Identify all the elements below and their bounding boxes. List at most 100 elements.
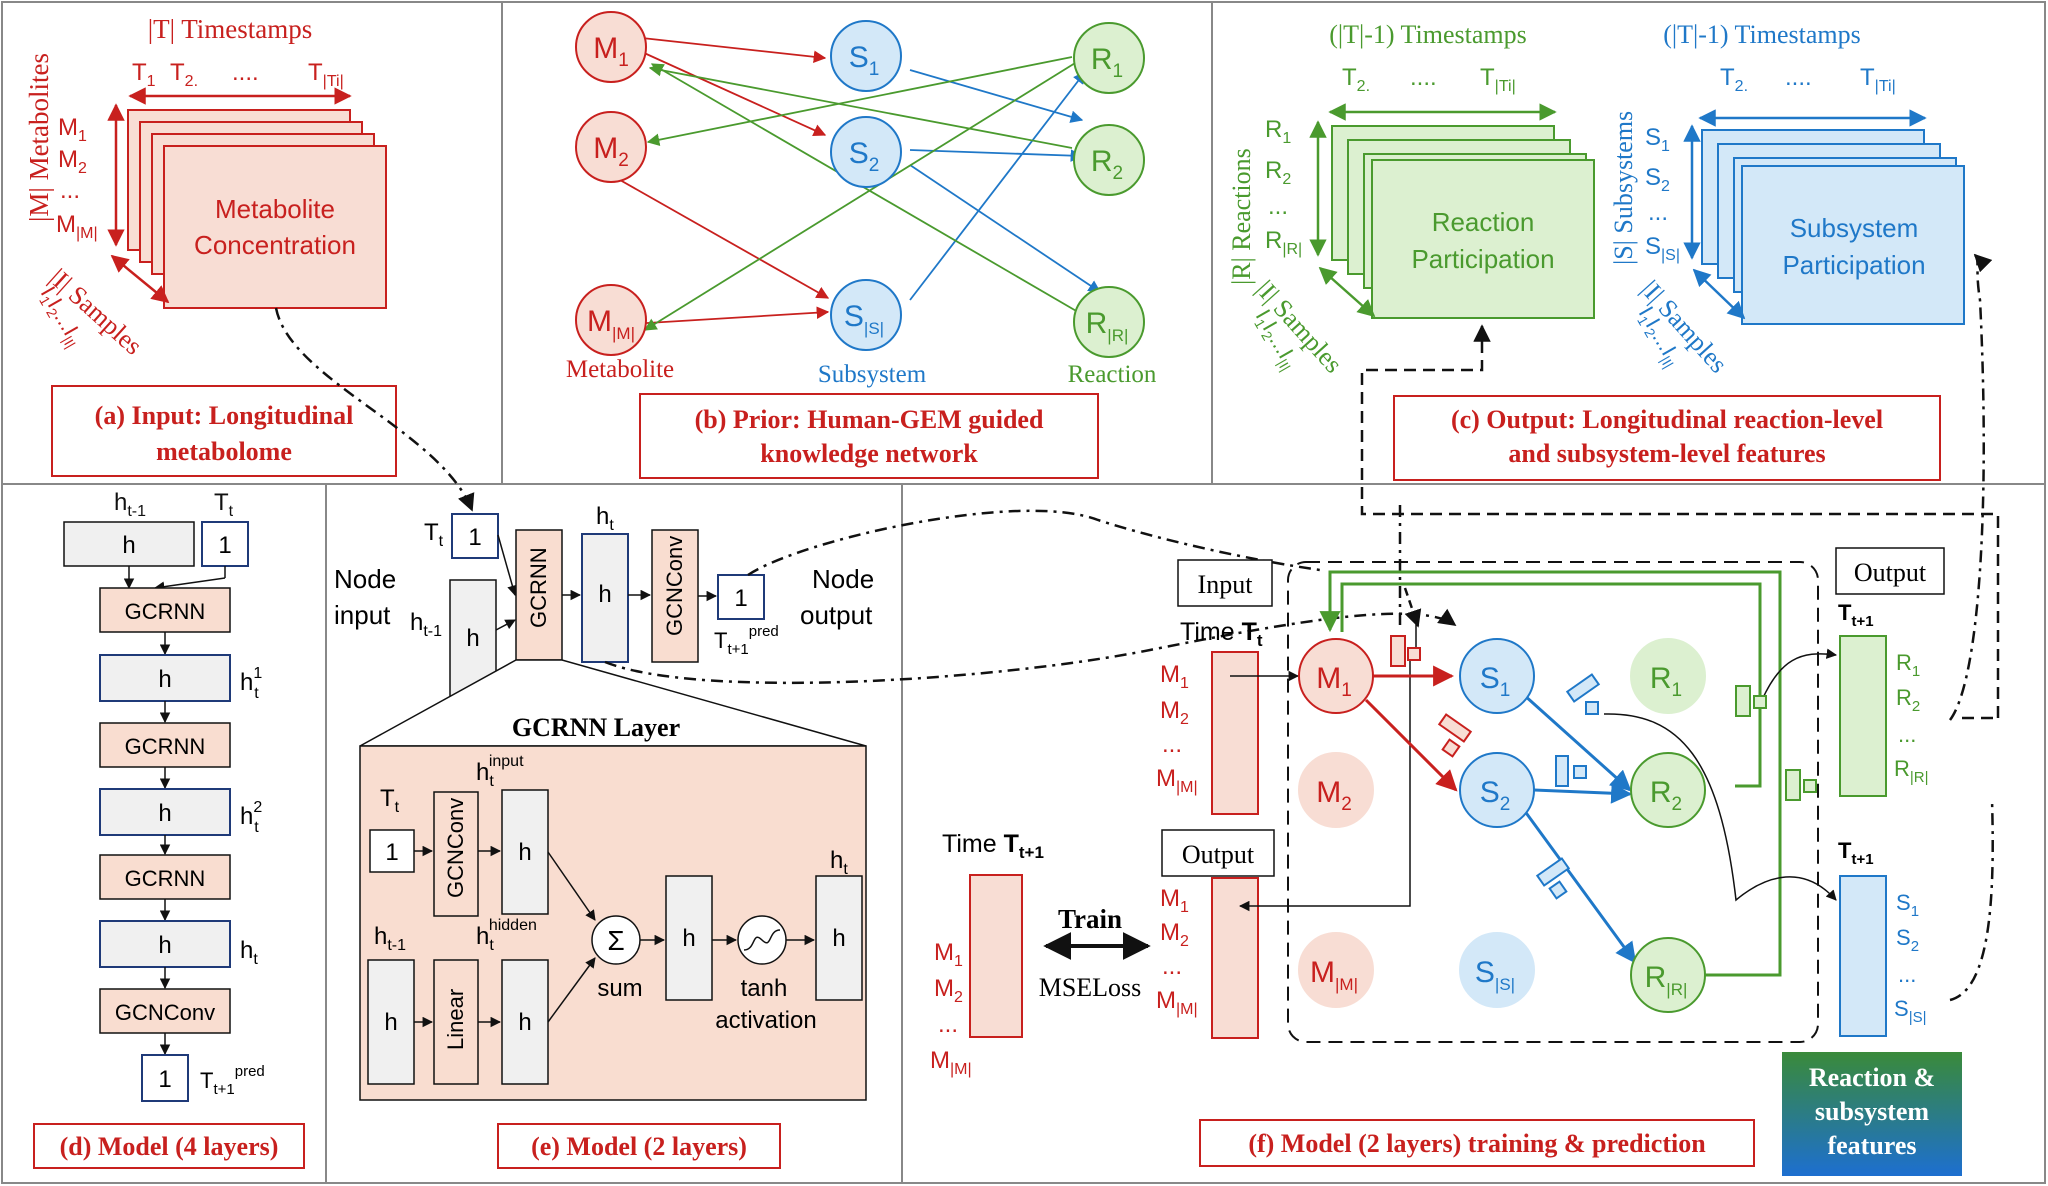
c-s1: S1 bbox=[1645, 124, 1670, 155]
c-s-t2: T2. bbox=[1720, 64, 1748, 95]
panel-c: (|T|-1) Timestamps T2. .... T|Ti| |R| Re… bbox=[1227, 20, 1965, 481]
d-caption-box bbox=[33, 1123, 305, 1169]
f-tg-mdots: ... bbox=[938, 1011, 958, 1038]
e-node-output-1: Node bbox=[812, 564, 874, 594]
a-box-line1: Metabolite bbox=[215, 194, 335, 224]
svg-text:Linear: Linear bbox=[443, 989, 468, 1050]
a-caption-2: metabolome bbox=[156, 437, 292, 466]
a-box-line2: Concentration bbox=[194, 230, 356, 260]
f-output-box-right bbox=[1835, 547, 1945, 595]
e-ht-input: htinput bbox=[476, 753, 524, 790]
f-s2: S2 bbox=[1896, 925, 1919, 955]
svg-text:h: h bbox=[122, 532, 135, 559]
e-inner-h-hidden bbox=[501, 959, 549, 1085]
b-label-reaction: Reaction bbox=[1068, 361, 1157, 388]
c-s-dots: .... bbox=[1785, 64, 1812, 91]
b-m2: M2 bbox=[593, 132, 629, 171]
d-ht-label: ht bbox=[240, 937, 258, 968]
c-s-stack bbox=[1701, 129, 1965, 325]
connectors bbox=[274, 253, 1994, 1002]
a-mM: M|M| bbox=[56, 211, 98, 242]
svg-text:1: 1 bbox=[468, 524, 481, 551]
e-h-mid bbox=[581, 533, 629, 663]
f-sS: S|S| bbox=[1894, 996, 1927, 1026]
f-green-loop bbox=[1319, 570, 1782, 977]
f-r1: R1 bbox=[1896, 650, 1920, 680]
panel-a: |T| Timestamps T1 T2. .... T|Ti| |M| Met… bbox=[24, 14, 397, 477]
f-tg-m2: M2 bbox=[934, 975, 963, 1006]
d-pred-label: Tt+1pred bbox=[200, 1063, 265, 1098]
b-s1: S1 bbox=[849, 41, 880, 80]
e-inner-h-out bbox=[815, 875, 863, 1001]
b-subsystem-nodes: S1 S2 S|S| bbox=[830, 20, 902, 351]
svg-text:GCNConv: GCNConv bbox=[662, 536, 687, 636]
b-reaction-nodes: R1 R2 R|R| bbox=[1073, 22, 1145, 358]
d-gcnconv bbox=[99, 988, 231, 1034]
svg-text:GCRNN: GCRNN bbox=[526, 547, 551, 628]
b-edges bbox=[614, 37, 1102, 331]
e-one-in bbox=[451, 513, 499, 559]
svg-text:GCNConv: GCNConv bbox=[443, 798, 468, 898]
a-mdots: ... bbox=[60, 177, 80, 204]
e-tt: Tt bbox=[424, 519, 444, 550]
f-time-t1: Time Tt+1 bbox=[942, 830, 1044, 862]
e-inner-hprev: ht-1 bbox=[374, 923, 406, 954]
a-stack bbox=[127, 109, 387, 309]
svg-text:Output: Output bbox=[1182, 840, 1255, 869]
c-rdots: ... bbox=[1268, 193, 1288, 220]
e-ht-hidden: hthidden bbox=[476, 917, 537, 954]
a-timestamps-title: |T| Timestamps bbox=[148, 14, 313, 44]
svg-text:GCRNN: GCRNN bbox=[125, 599, 206, 624]
c-r-box-1: Reaction bbox=[1432, 207, 1535, 237]
f-node-s2: S2 bbox=[1480, 776, 1511, 815]
c-caption-1: (c) Output: Longitudinal reaction-level bbox=[1451, 405, 1883, 434]
f-nodes: M1 M2 M|M| S1 S2 S|S| R1 R2 R|R| bbox=[1298, 638, 1706, 1013]
a-t2: T2. bbox=[170, 59, 198, 90]
f-features-1: Reaction & bbox=[1809, 1063, 1935, 1092]
c-r-tT: T|Ti| bbox=[1480, 64, 1516, 95]
svg-text:GCRNN: GCRNN bbox=[125, 734, 206, 759]
e-gcnconv bbox=[651, 529, 699, 663]
e-inner-ht: ht bbox=[830, 847, 848, 878]
d-t-in: Tt bbox=[214, 489, 234, 520]
f-train: Train bbox=[1058, 904, 1122, 934]
e-tpred: Tt+1pred bbox=[714, 623, 779, 658]
c-s-box-1: Subsystem bbox=[1790, 213, 1919, 243]
svg-text:h: h bbox=[598, 581, 611, 608]
f-out-mM: M|M| bbox=[1156, 987, 1198, 1018]
e-sum-label: sum bbox=[597, 975, 642, 1002]
c-r-timestamps: (|T|-1) Timestamps bbox=[1329, 20, 1526, 49]
c-reactions-axis: |R| Reactions bbox=[1227, 148, 1256, 285]
f-in-mM: M|M| bbox=[1156, 765, 1198, 796]
c-s-timestamps: (|T|-1) Timestamps bbox=[1663, 20, 1860, 49]
svg-text:1: 1 bbox=[158, 1066, 171, 1093]
f-caption: (f) Model (2 layers) training & predicti… bbox=[1248, 1129, 1706, 1158]
e-inner-tt: Tt bbox=[380, 785, 400, 816]
c-s-tT: T|Ti| bbox=[1860, 64, 1896, 95]
f-node-m2: M2 bbox=[1316, 776, 1352, 815]
panel-b: M1 M2 M|M| S1 S2 S|S| R1 R2 R|R| Metabol… bbox=[566, 11, 1157, 479]
f-out-m1: M1 bbox=[1160, 885, 1189, 916]
e-hprev: ht-1 bbox=[410, 609, 442, 640]
b-r2: R2 bbox=[1091, 145, 1123, 184]
b-m1: M1 bbox=[593, 32, 629, 71]
svg-text:h: h bbox=[518, 1009, 531, 1036]
c-r-t2: T2. bbox=[1342, 64, 1370, 95]
f-tg-m1: M1 bbox=[934, 939, 963, 970]
c-subsystems-axis: |S| Subsystems bbox=[1609, 111, 1638, 265]
svg-text:1: 1 bbox=[385, 839, 398, 866]
f-node-mM: M|M| bbox=[1310, 956, 1358, 994]
b-r1: R1 bbox=[1091, 43, 1123, 82]
b-mM: M|M| bbox=[587, 305, 635, 343]
d-ht-box bbox=[99, 920, 231, 968]
e-caption-box bbox=[497, 1123, 781, 1169]
c-s2: S2 bbox=[1645, 164, 1670, 195]
svg-text:Σ: Σ bbox=[607, 925, 624, 956]
a-m2: M2 bbox=[58, 146, 87, 177]
f-rR: R|R| bbox=[1894, 756, 1929, 786]
e-tanh-label-1: tanh bbox=[741, 975, 788, 1002]
svg-text:Output: Output bbox=[1854, 558, 1927, 587]
f-features-3: features bbox=[1827, 1131, 1916, 1160]
